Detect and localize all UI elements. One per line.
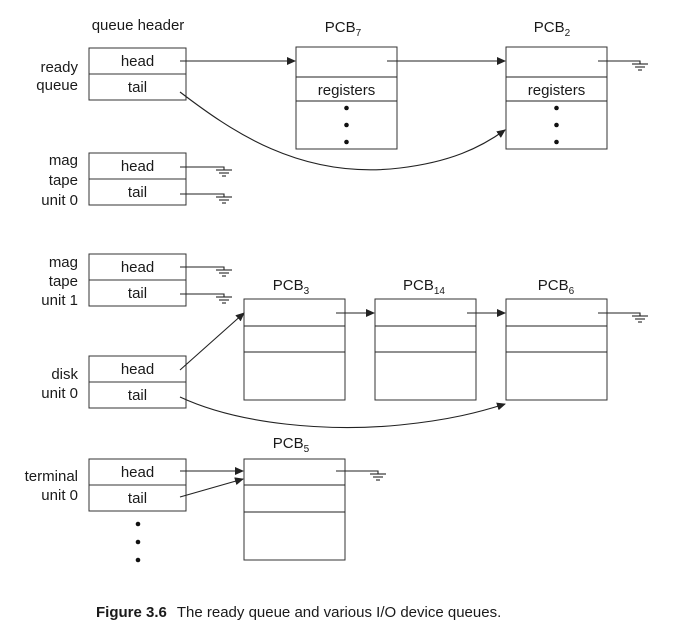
pcb14-title: PCB14 [403, 277, 445, 297]
null-pointer-icon [598, 60, 648, 71]
head-cell: head [121, 361, 154, 378]
pcb7-title: PCB7 [325, 19, 362, 39]
mag-tape-0-label-line2: tape [49, 172, 78, 189]
pcb2-title: PCB2 [534, 19, 571, 39]
figure-caption-text: The ready queue and various I/O device q… [177, 604, 501, 621]
tail-cell: tail [128, 490, 147, 507]
pcb14-block [374, 298, 477, 401]
disk-label-line2: unit 0 [41, 385, 78, 402]
tail-cell: tail [128, 184, 147, 201]
head-cell: head [121, 158, 154, 175]
disk-label-line1: disk [51, 366, 78, 383]
tail-cell: tail [128, 285, 147, 302]
terminal-header: head tail [88, 458, 187, 512]
ready-queue-label-line1: ready [40, 59, 78, 76]
terminal-label-line1: terminal [25, 468, 78, 485]
ellipsis-dot [135, 557, 141, 563]
null-pointer-icon [598, 312, 648, 323]
mag-tape-1-header: head tail [88, 253, 187, 307]
head-cell: head [121, 259, 154, 276]
pcb5-title: PCB5 [273, 435, 310, 455]
pcb3-block [243, 298, 346, 401]
pcb3-title: PCB3 [273, 277, 310, 297]
ellipsis-dot [135, 521, 141, 527]
queue-header-label: queue header [92, 17, 185, 34]
arrow-disk-head-to-pcb3 [179, 312, 245, 371]
figure-number: Figure 3.6 [96, 604, 167, 621]
null-pointer-icon [180, 293, 232, 304]
terminal-label-line2: unit 0 [41, 487, 78, 504]
pcb2-block: registers [505, 46, 608, 150]
pcb5-block [243, 458, 346, 561]
arrow-terminal-tail-to-pcb5 [179, 477, 244, 498]
figure-caption: Figure 3.6 The ready queue and various I/… [96, 604, 501, 621]
arrow-disk-tail-to-pcb6 [179, 396, 506, 429]
mag-tape-0-label-line1: mag [49, 152, 78, 169]
ready-queue-header: head tail [88, 47, 187, 101]
null-pointer-icon [180, 266, 232, 277]
pcb6-block [505, 298, 608, 401]
null-pointer-icon [180, 166, 232, 177]
registers-field: registers [318, 82, 376, 99]
mag-tape-0-header: head tail [88, 152, 187, 206]
mag-tape-1-label-line1: mag [49, 254, 78, 271]
mag-tape-1-label-line2: tape [49, 273, 78, 290]
tail-cell: tail [128, 79, 147, 96]
head-cell: head [121, 53, 154, 70]
mag-tape-1-label-line3: unit 1 [41, 292, 78, 309]
arrow-ready-tail-to-pcb2 [179, 91, 506, 171]
disk-header: head tail [88, 355, 187, 409]
registers-field: registers [528, 82, 586, 99]
ready-queue-label-line2: queue [36, 77, 78, 94]
mag-tape-0-label-line3: unit 0 [41, 192, 78, 209]
tail-cell: tail [128, 387, 147, 404]
ellipsis-dot [135, 539, 141, 545]
pcb6-title: PCB6 [538, 277, 575, 297]
null-pointer-icon [180, 193, 232, 204]
head-cell: head [121, 464, 154, 481]
null-pointer-icon [336, 470, 386, 481]
pcb7-block: registers [295, 46, 398, 150]
